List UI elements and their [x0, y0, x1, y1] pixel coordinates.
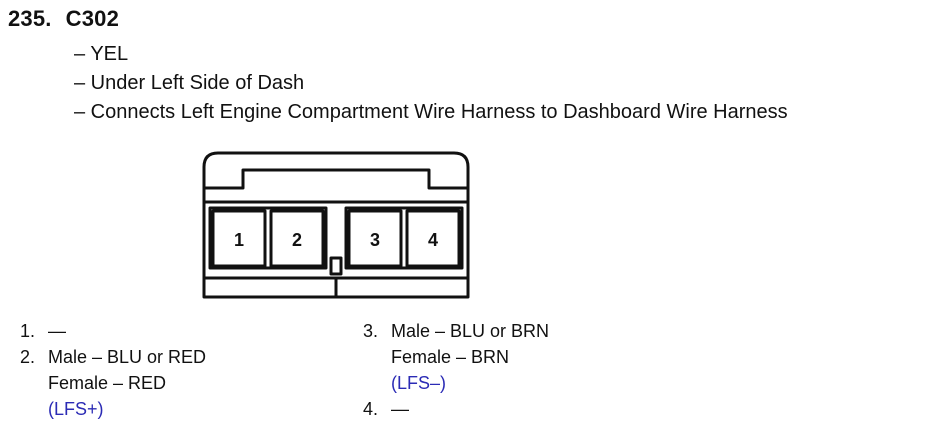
pin-circuit-link[interactable]: (LFS–): [391, 373, 447, 393]
detail-color: – YEL: [74, 43, 129, 65]
pin-entry-1: 1. —: [20, 318, 206, 344]
pin-label-2: 2: [292, 230, 302, 250]
pin-label-1: 1: [234, 230, 244, 250]
connector-diagram: 1 2 3 4: [202, 151, 470, 299]
connector-housing-outline: [202, 151, 470, 299]
pin-female-wire: Female – RED: [48, 373, 167, 393]
pin-number: 4.: [363, 399, 379, 419]
pin-male-wire: Male – BLU or BRN: [391, 321, 550, 341]
pin-cavity-1: [211, 209, 267, 268]
pin-cavity-3: [347, 209, 403, 268]
pin-list-left: 1. — 2. Male – BLU or RED Female – RED (…: [20, 318, 206, 422]
pin-number: 1.: [20, 321, 36, 341]
pin-entry-2: 2. Male – BLU or RED: [20, 344, 206, 370]
pin-value: —: [48, 321, 66, 341]
entry-number: 235.: [8, 6, 52, 31]
pin-label-4: 4: [428, 230, 438, 250]
detail-location: – Under Left Side of Dash: [74, 72, 305, 94]
pin-cavity-4: [405, 209, 461, 268]
cavity-group-right: [344, 206, 464, 270]
pin-circuit-link[interactable]: (LFS+): [48, 399, 104, 419]
pin-number: 2.: [20, 347, 36, 367]
pin-female-wire: Female – BRN: [391, 347, 510, 367]
pin-number: 3.: [363, 321, 379, 341]
connector-heading: 235. C302: [8, 6, 119, 32]
detail-connects: – Connects Left Engine Compartment Wire …: [74, 101, 788, 123]
cavity-group-left: [208, 206, 328, 270]
pin-label-3: 3: [370, 230, 380, 250]
pin-list-right: 3. Male – BLU or BRN Female – BRN (LFS–)…: [363, 318, 549, 422]
connector-id: C302: [65, 6, 120, 31]
pin-value: —: [391, 399, 409, 419]
pin-entry-3: 3. Male – BLU or BRN: [363, 318, 549, 344]
center-key: [329, 256, 343, 276]
pin-entry-4: 4. —: [363, 396, 549, 422]
pin-cavity-2: [269, 209, 325, 268]
pin-male-wire: Male – BLU or RED: [48, 347, 207, 367]
connector-details: – YEL – Under Left Side of Dash – Connec…: [74, 40, 788, 127]
connector-latch-outline: [204, 168, 468, 190]
